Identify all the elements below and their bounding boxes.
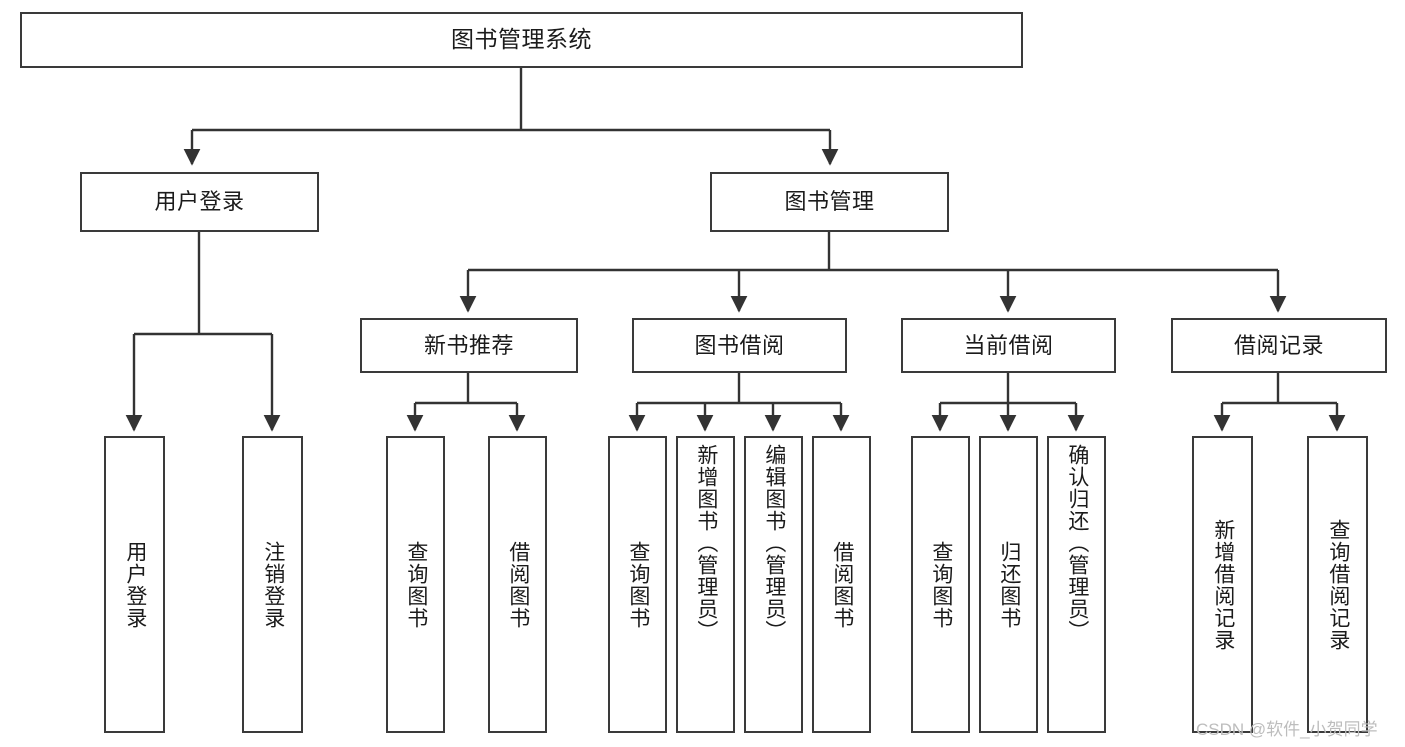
node-book-manage[interactable]: 图书管理	[710, 172, 949, 232]
leaf-user-login-signout-label: 注销登录	[261, 540, 285, 629]
leaf-new-book-borrow[interactable]: 借阅图书	[488, 436, 547, 733]
csdn-watermark: CSDN @软件_小贺同学	[1196, 720, 1378, 739]
node-book-borrow-label: 图书借阅	[694, 332, 785, 358]
node-user-login[interactable]: 用户登录	[80, 172, 319, 232]
leaf-borrow-edit-book[interactable]: 编辑图书（管理员）	[744, 436, 803, 733]
leaf-current-confirm-return[interactable]: 确认归还（管理员）	[1047, 436, 1106, 733]
leaf-borrow-edit-book-label: 编辑图书（管理员）	[762, 444, 786, 642]
leaf-current-query-book-label: 查询图书	[929, 540, 953, 629]
leaf-borrow-add-book[interactable]: 新增图书（管理员）	[676, 436, 735, 733]
node-root-system-label: 图书管理系统	[451, 26, 592, 53]
leaf-borrow-query-book-label: 查询图书	[626, 540, 650, 629]
leaf-new-book-borrow-label: 借阅图书	[506, 540, 530, 629]
leaf-current-return-book-label: 归还图书	[997, 540, 1021, 629]
leaf-record-query-label: 查询借阅记录	[1326, 518, 1350, 651]
node-book-manage-label: 图书管理	[784, 189, 875, 215]
leaf-current-confirm-return-label: 确认归还（管理员）	[1065, 444, 1089, 642]
node-current-borrow-label: 当前借阅	[963, 332, 1054, 358]
leaf-borrow-query-book[interactable]: 查询图书	[608, 436, 667, 733]
leaf-new-book-query[interactable]: 查询图书	[386, 436, 445, 733]
leaf-borrow-borrow-book[interactable]: 借阅图书	[812, 436, 871, 733]
leaf-current-query-book[interactable]: 查询图书	[911, 436, 970, 733]
leaf-current-return-book[interactable]: 归还图书	[979, 436, 1038, 733]
leaf-user-login-signin[interactable]: 用户登录	[104, 436, 165, 733]
leaf-borrow-borrow-book-label: 借阅图书	[830, 540, 854, 629]
node-borrow-record[interactable]: 借阅记录	[1171, 318, 1387, 373]
leaf-new-book-query-label: 查询图书	[404, 540, 428, 629]
leaf-record-add[interactable]: 新增借阅记录	[1192, 436, 1253, 733]
node-new-book-recommend-label: 新书推荐	[423, 332, 514, 358]
node-new-book-recommend[interactable]: 新书推荐	[360, 318, 578, 373]
leaf-user-login-signin-label: 用户登录	[123, 540, 147, 629]
leaf-user-login-signout[interactable]: 注销登录	[242, 436, 303, 733]
node-current-borrow[interactable]: 当前借阅	[901, 318, 1116, 373]
node-user-login-label: 用户登录	[154, 189, 245, 215]
leaf-record-query[interactable]: 查询借阅记录	[1307, 436, 1368, 733]
leaf-record-add-label: 新增借阅记录	[1211, 518, 1235, 651]
node-root-system[interactable]: 图书管理系统	[20, 12, 1023, 68]
node-book-borrow[interactable]: 图书借阅	[632, 318, 847, 373]
leaf-borrow-add-book-label: 新增图书（管理员）	[694, 444, 718, 642]
node-borrow-record-label: 借阅记录	[1233, 332, 1324, 358]
